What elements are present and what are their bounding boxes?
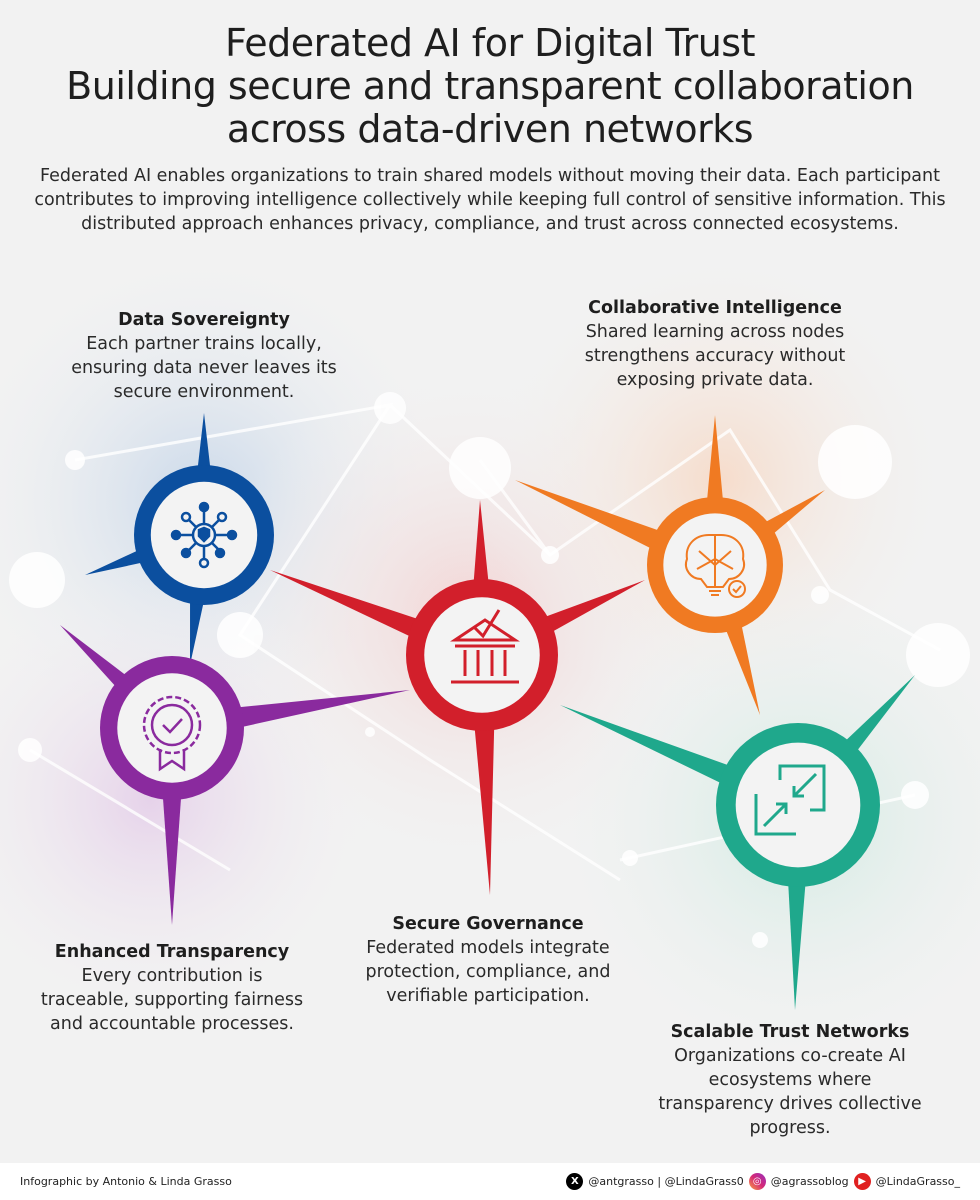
youtube-handle[interactable]: @LindaGrasso_ [875, 1175, 960, 1188]
node-text: Every contribution is traceable, support… [40, 966, 304, 1034]
node-enhanced-transparency: Enhanced Transparency Every contribution… [36, 940, 308, 1036]
node-title: Enhanced Transparency [54, 942, 290, 962]
node-title: Collaborative Intelligence [588, 298, 842, 318]
title-line-2: Building secure and transparent collabor… [66, 64, 914, 108]
federated-diagram [60, 413, 915, 1010]
x-logo-icon[interactable]: X [566, 1173, 584, 1190]
node-title: Scalable Trust Networks [670, 1022, 910, 1042]
node-text: Shared learning across nodes strengthens… [584, 322, 846, 390]
title-line-3: across data-driven networks [226, 107, 754, 151]
badge-check-icon [142, 695, 202, 772]
node-text: Federated models integrate protection, c… [365, 938, 611, 1006]
x-handles[interactable]: @antgrasso | @LindaGrass0 [588, 1175, 744, 1188]
network-shield-icon [170, 501, 238, 569]
node-data-sovereignty: Data Sovereignty Each partner trains loc… [54, 308, 354, 404]
node-text: Each partner trains locally, ensuring da… [71, 334, 337, 402]
node-collaborative-intelligence: Collaborative Intelligence Shared learni… [552, 296, 878, 392]
footer: Infographic by Antonio & Linda Grasso X … [0, 1163, 980, 1200]
node-inner [735, 742, 861, 868]
title-line-1: Federated AI for Digital Trust [224, 21, 756, 65]
node-text: Organizations co-create AI ecosystems wh… [658, 1046, 922, 1138]
instagram-icon[interactable]: ◎ [748, 1173, 766, 1190]
expand-arrows-icon [754, 764, 826, 836]
node-scalable-trust-networks: Scalable Trust Networks Organizations co… [650, 1020, 930, 1140]
node-title: Secure Governance [392, 914, 584, 934]
brain-lightbulb-check-icon [685, 534, 746, 598]
youtube-icon[interactable]: ▶ [853, 1173, 871, 1190]
intro-description: Federated AI enables organizations to tr… [34, 166, 946, 234]
node-inner [424, 597, 540, 713]
page-title: Federated AI for Digital Trust Building … [0, 22, 980, 151]
footer-credit: Infographic by Antonio & Linda Grasso [20, 1175, 232, 1188]
institution-check-icon [450, 609, 520, 684]
node-title: Data Sovereignty [118, 310, 290, 330]
instagram-handle[interactable]: @agrassoblog [770, 1175, 849, 1188]
node-secure-governance: Secure Governance Federated models integ… [362, 912, 614, 1008]
